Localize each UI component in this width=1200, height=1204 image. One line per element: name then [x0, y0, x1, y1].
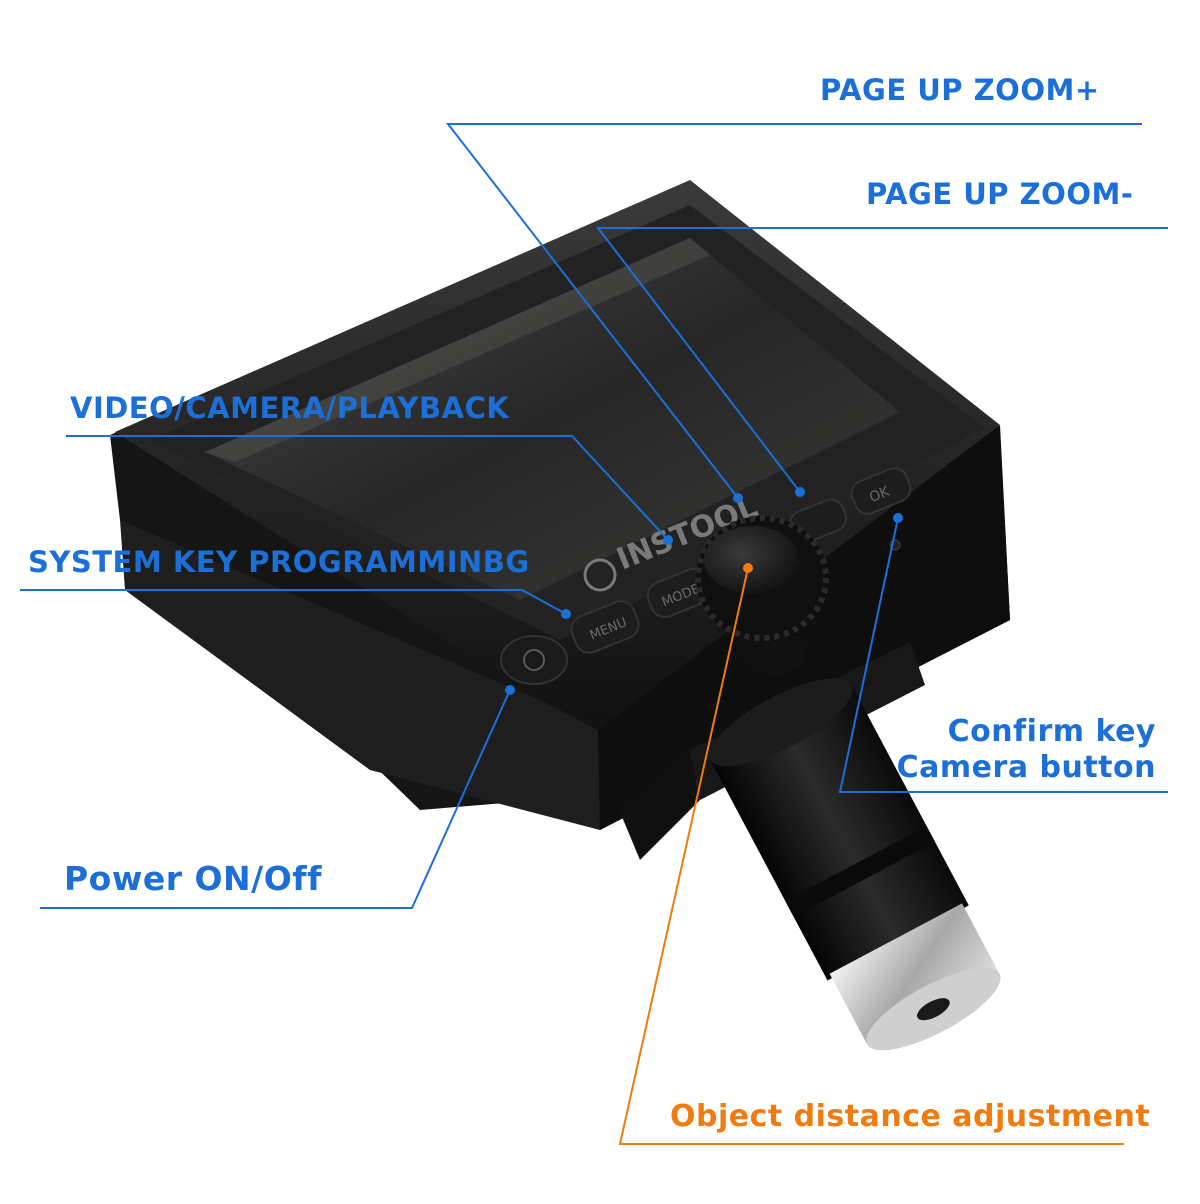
leader-confirm: [838, 517, 1168, 793]
label-system-key: SYSTEM KEY PROGRAMMINBG: [28, 545, 530, 579]
leader-system: [20, 589, 567, 615]
leader-dots: [505, 487, 903, 695]
leader-zoom-minus: [595, 227, 1168, 493]
power-icon: [523, 649, 545, 671]
label-confirm-line2: Camera button: [896, 750, 1156, 785]
lens-tube: [709, 678, 1001, 1051]
label-video-camera-playback: VIDEO/CAMERA/PLAYBACK: [70, 391, 510, 425]
leader-lines: [20, 123, 1168, 1145]
leader-object: [618, 567, 1124, 1145]
device-buttons: MENU MODE OK: [500, 467, 912, 685]
label-page-up-zoom-minus: PAGE UP ZOOM-: [866, 177, 1134, 211]
power-button: [500, 635, 568, 685]
label-confirm-line1: Confirm key: [947, 714, 1156, 749]
leader-power: [40, 689, 511, 909]
label-power: Power ON/Off: [64, 859, 322, 898]
label-page-up-zoom-plus: PAGE UP ZOOM+: [820, 73, 1100, 107]
menu-button: [570, 600, 640, 654]
label-object-distance: Object distance adjustment: [670, 1099, 1151, 1134]
leader-video: [66, 435, 669, 541]
lcd-screen: [205, 238, 900, 600]
leader-zoom-plus: [445, 123, 1142, 499]
svg-text:OK: OK: [867, 483, 892, 506]
ok-button: [850, 467, 912, 515]
focus-knob: [695, 515, 829, 678]
label-confirm-key: Confirm key Camera button: [897, 714, 1156, 786]
